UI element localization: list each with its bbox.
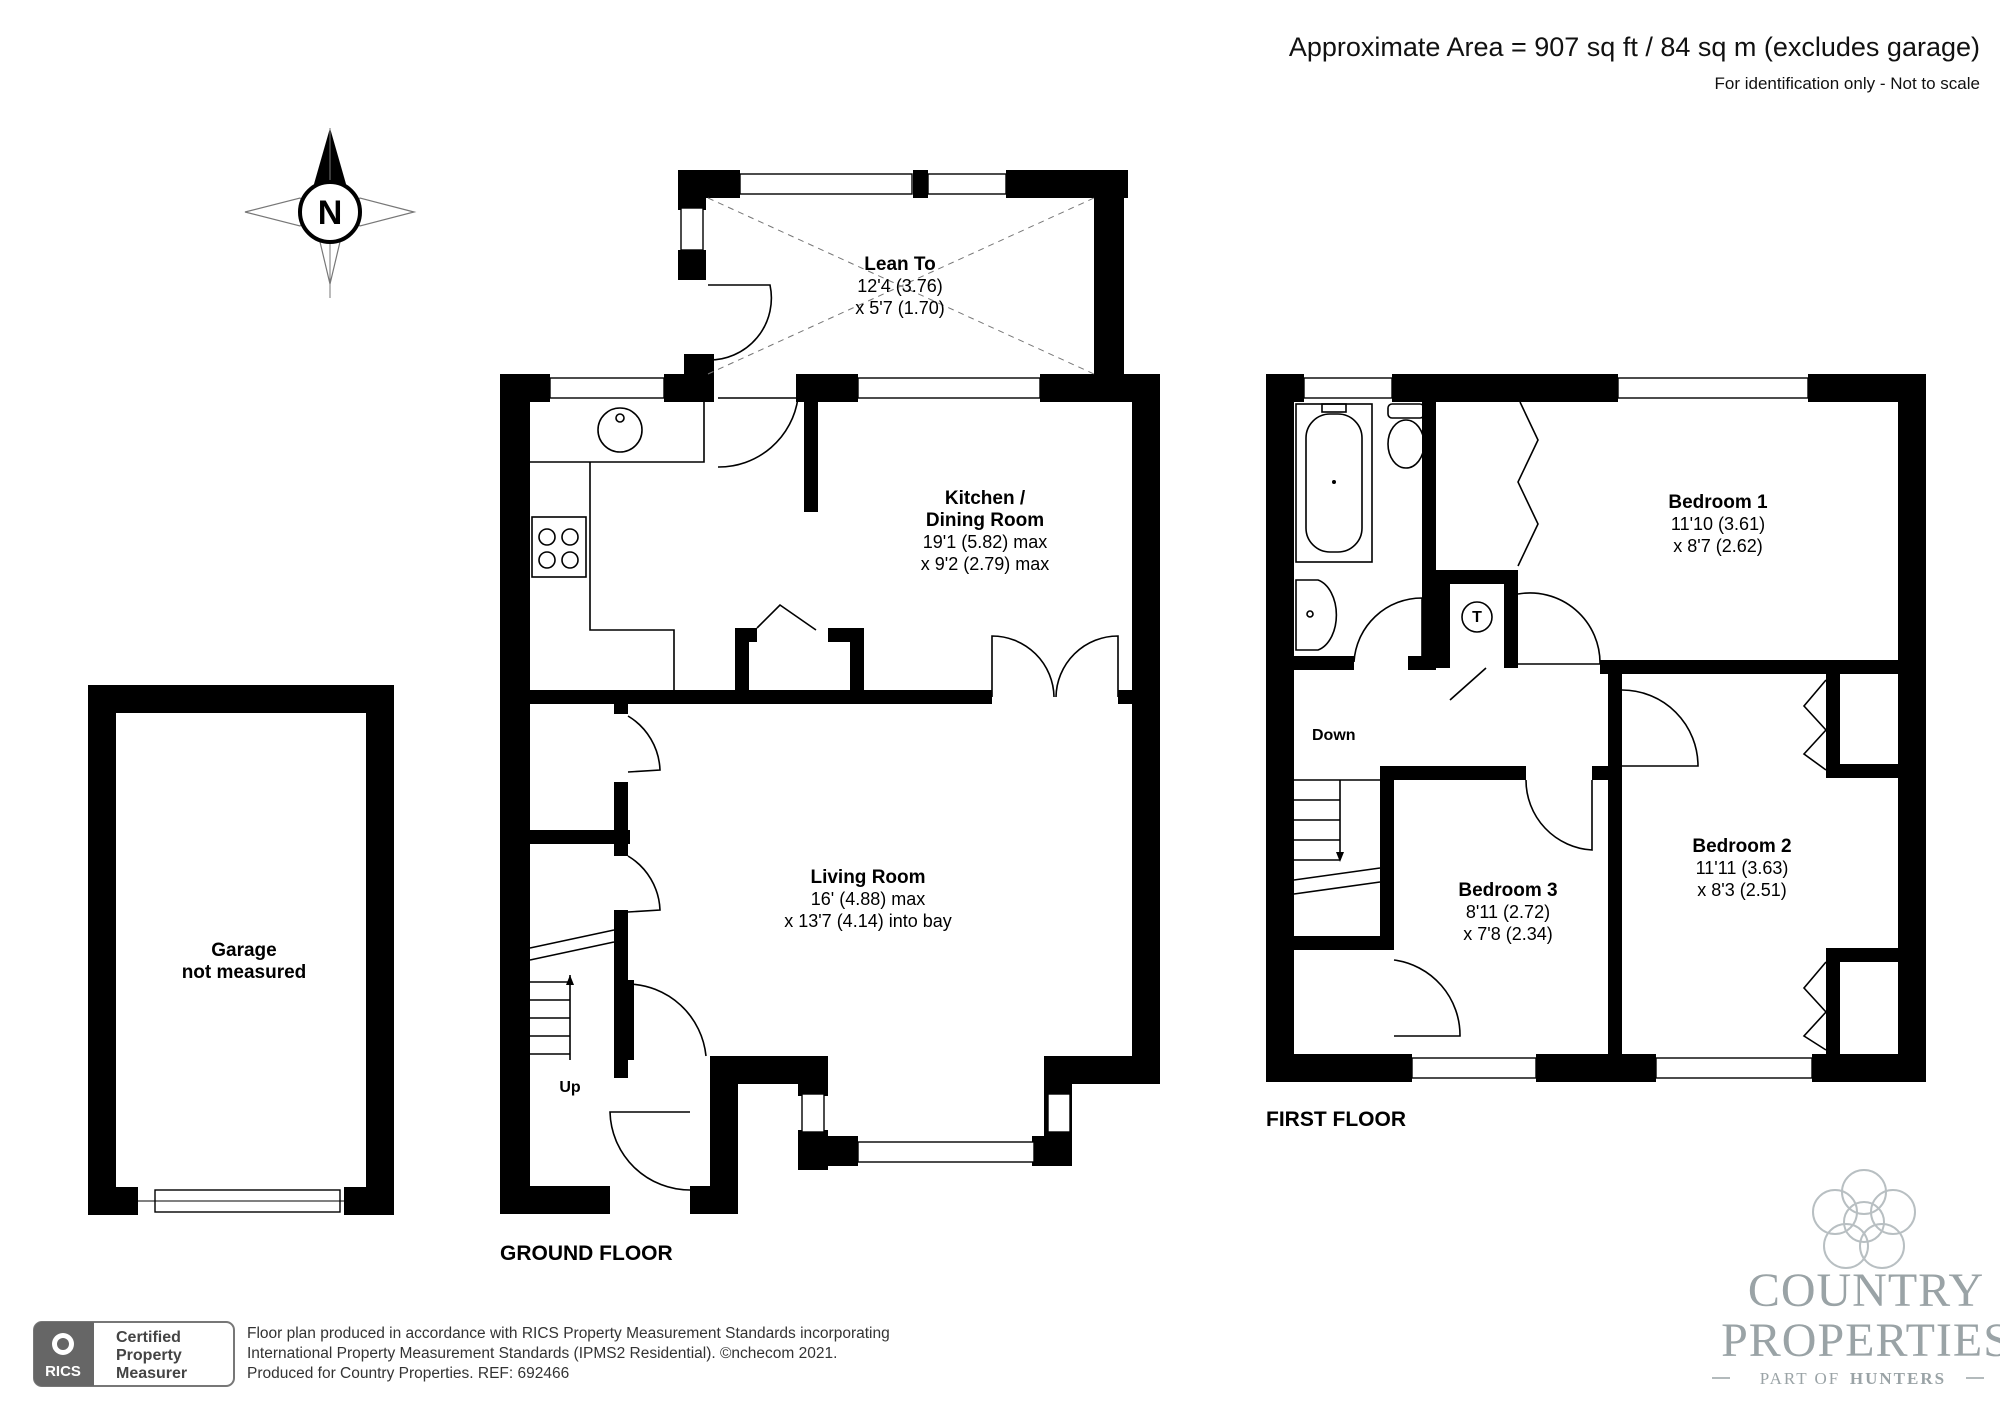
flower-icon xyxy=(1812,1169,1916,1269)
bedroom1-dim1: 11'10 (3.61) xyxy=(1671,514,1765,534)
compass-icon: N xyxy=(244,128,417,298)
bedroom3-dim1: 8'11 (2.72) xyxy=(1466,902,1550,922)
garage-note: not measured xyxy=(182,962,307,983)
lean-to-dim1: 12'4 (3.76) xyxy=(857,276,943,296)
footer-line2: International Property Measurement Stand… xyxy=(247,1345,837,1362)
garage-label: Garage xyxy=(211,940,276,961)
kitchen-label-2: Dining Room xyxy=(926,510,1044,531)
approximate-area: Approximate Area = 907 sq ft / 84 sq m (… xyxy=(1289,32,1980,62)
kitchen-dim1: 19'1 (5.82) max xyxy=(923,532,1048,552)
bedroom1-label: Bedroom 1 xyxy=(1668,492,1768,513)
bedroom3-label: Bedroom 3 xyxy=(1458,880,1557,901)
living-room-dim1: 16' (4.88) max xyxy=(811,889,926,909)
lean-to-label: Lean To xyxy=(864,254,935,275)
bedroom3-dim2: x 7'8 (2.34) xyxy=(1463,924,1552,944)
tank-label: T xyxy=(1472,609,1482,626)
rics-badge: RICS Certified Property Measurer xyxy=(33,1321,235,1387)
rics-badge-label: RICS xyxy=(45,1363,81,1380)
brand-tagline-brand: HUNTERS xyxy=(1850,1369,1946,1388)
scale-note: For identification only - Not to scale xyxy=(1714,74,1980,93)
brand-line1: COUNTRY xyxy=(1748,1264,1984,1317)
living-room-dim2: x 13'7 (4.14) into bay xyxy=(784,911,952,931)
first-floor-plan: T Bedroom 1 11'10 (3.61) xyxy=(1266,374,1926,1131)
first-floor-label: FIRST FLOOR xyxy=(1266,1108,1406,1131)
rics-line3: Measurer xyxy=(116,1365,187,1382)
stairs-down-label: Down xyxy=(1312,727,1356,744)
ground-floor-label: GROUND FLOOR xyxy=(500,1242,673,1265)
compass-north-label: N xyxy=(318,194,343,232)
rics-line2: Property xyxy=(116,1347,182,1364)
ground-floor-plan: Lean To 12'4 (3.76) x 5'7 (1.70) Kitchen… xyxy=(500,170,1160,1265)
lean-to-dim2: x 5'7 (1.70) xyxy=(855,298,944,318)
kitchen-label-1: Kitchen / xyxy=(945,488,1026,509)
brand-line2: PROPERTIES xyxy=(1721,1314,2000,1367)
living-room-label: Living Room xyxy=(810,867,925,888)
footer-line3: Produced for Country Properties. REF: 69… xyxy=(247,1365,569,1382)
rics-line1: Certified xyxy=(116,1329,181,1346)
bedroom1-dim2: x 8'7 (2.62) xyxy=(1673,536,1762,556)
bedroom2-label: Bedroom 2 xyxy=(1692,836,1791,857)
bedroom2-dim2: x 8'3 (2.51) xyxy=(1697,880,1786,900)
kitchen-dim2: x 9'2 (2.79) max xyxy=(921,554,1050,574)
brand-logo: COUNTRY PROPERTIES PART OF HUNTERS xyxy=(1712,1169,2000,1388)
garage: Garage not measured xyxy=(88,685,394,1215)
footer-line1: Floor plan produced in accordance with R… xyxy=(247,1325,890,1342)
stairs-up-label: Up xyxy=(559,1079,581,1096)
bedroom2-dim1: 11'11 (3.63) xyxy=(1696,858,1789,878)
brand-tagline-part: PART OF xyxy=(1760,1369,1841,1388)
